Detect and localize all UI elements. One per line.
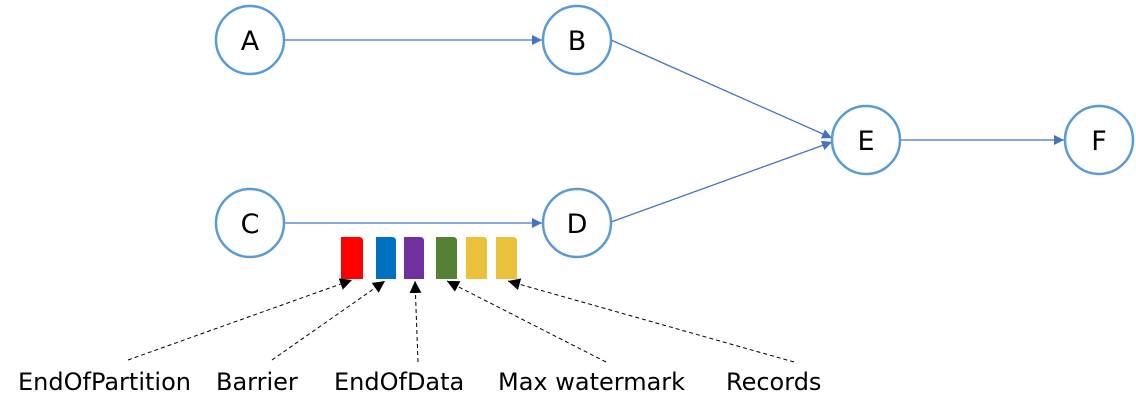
node-c: C: [214, 187, 286, 259]
node-c-label: C: [241, 209, 260, 240]
block-barrier: [376, 237, 396, 279]
node-f-circle: [1063, 104, 1135, 176]
pointer-end-of-partition: [127, 278, 353, 361]
block-end-of-data: [404, 237, 424, 279]
block-record-1: [466, 237, 487, 279]
node-b: B: [541, 4, 613, 76]
stream-elements: [341, 237, 517, 279]
caption-end-of-data: EndOfData: [334, 368, 464, 396]
caption-records: Records: [726, 368, 821, 396]
node-d-label: D: [567, 209, 588, 240]
node-f: F: [1063, 104, 1135, 176]
block-record-2: [496, 237, 517, 279]
node-f-label: F: [1091, 126, 1107, 157]
node-a-circle: [214, 4, 286, 76]
block-end-of-partition: [341, 237, 363, 279]
pointer-max-watermark: [446, 280, 607, 363]
pointer-end-of-data: [409, 280, 422, 363]
caption-max-watermark: Max watermark: [498, 368, 685, 396]
edges: [285, 35, 1064, 228]
caption-end-of-partition: EndOfPartition: [18, 368, 191, 396]
pointers: [127, 278, 795, 363]
node-e: E: [830, 104, 902, 176]
node-e-circle: [830, 104, 902, 176]
edge-b-e: [610, 39, 833, 139]
node-c-circle: [214, 187, 286, 259]
caption-barrier: Barrier: [216, 368, 298, 396]
node-d: D: [541, 187, 613, 259]
pointer-barrier: [271, 280, 386, 361]
captions: EndOfPartition Barrier EndOfData Max wat…: [18, 368, 821, 396]
node-d-circle: [541, 187, 613, 259]
node-e-label: E: [857, 126, 874, 157]
node-b-circle: [541, 4, 613, 76]
edge-d-e: [610, 140, 833, 223]
node-a: A: [214, 4, 286, 76]
node-a-label: A: [241, 26, 260, 57]
block-max-watermark: [436, 237, 457, 279]
node-b-label: B: [568, 26, 587, 57]
pointer-records: [507, 278, 795, 363]
